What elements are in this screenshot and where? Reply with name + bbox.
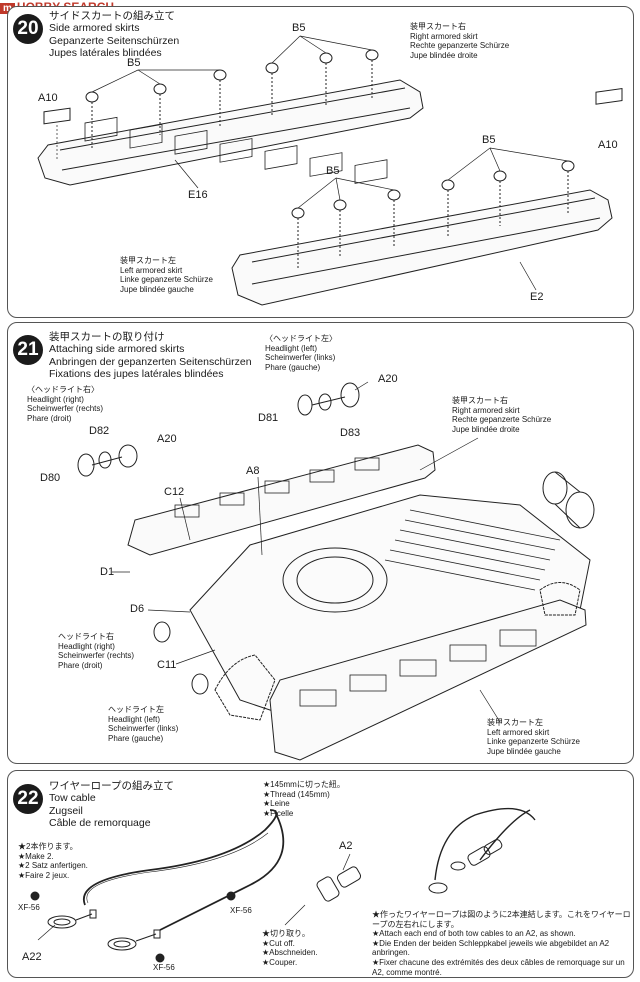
part-label-b5: B5	[326, 165, 340, 177]
left-skirt-note: 装甲スカート左 Left armored skirt Linke gepanze…	[120, 256, 213, 294]
step-20-title: サイドスカートの組み立て Side armored skirts Gepanze…	[49, 10, 180, 60]
part-label-a8: A8	[246, 465, 260, 477]
step-21-title: 装甲スカートの取り付け Attaching side armored skirt…	[49, 331, 252, 381]
part-label-d83: D83	[340, 427, 361, 439]
thread-cut-note: ★145mmに切った紐。 ★Thread (145mm) ★Leine ★Fic…	[263, 780, 345, 818]
step-20-number: 20	[13, 14, 43, 44]
paint-xf56: XF-56	[153, 963, 175, 972]
step-21-number: 21	[13, 335, 43, 365]
part-label-b5: B5	[292, 22, 306, 34]
part-label-a20: A20	[378, 373, 398, 385]
part-label-a10: A10	[598, 139, 618, 151]
right-skirt-note: 装甲スカート右 Right armored skirt Rechte gepan…	[452, 396, 552, 434]
make-two-note: ★2本作ります。 ★Make 2. ★2 Satz anfertigen. ★F…	[18, 842, 88, 880]
part-label-c12: C12	[164, 486, 185, 498]
cut-off-note: ★切り取り。 ★Cut off. ★Abschneiden. ★Couper.	[262, 929, 318, 967]
part-label-d1: D1	[100, 566, 115, 578]
right-skirt-note: 装甲スカート右 Right armored skirt Rechte gepan…	[410, 22, 510, 60]
part-label-c11: C11	[157, 659, 177, 671]
part-label-a20: A20	[157, 433, 177, 445]
part-label-d82: D82	[89, 425, 110, 437]
headlight-right-note: 〈ヘッドライト右〉 Headlight (right) Scheinwerfer…	[27, 385, 104, 423]
part-label-e2: E2	[530, 291, 544, 303]
part-label-b5: B5	[482, 134, 496, 146]
attach-note: ★作ったワイヤーロープは図のように2本連結します。これをワイヤーロープの左右れに…	[372, 910, 631, 977]
step-22-title: ワイヤーロープの組み立て Tow cable Zugseil Câble de …	[49, 780, 175, 830]
headlight-right-mid-note: ヘッドライト右 Headlight (right) Scheinwerfer (…	[58, 632, 135, 670]
left-skirt-note: 装甲スカート左 Left armored skirt Linke gepanze…	[487, 718, 580, 756]
part-label-d6: D6	[130, 603, 145, 615]
part-label-d81: D81	[258, 412, 279, 424]
paint-xf56: XF-56	[230, 906, 252, 915]
headlight-left-note: 〈ヘッドライト左〉 Headlight (left) Scheinwerfer …	[265, 334, 337, 372]
part-label-b5: B5	[127, 57, 141, 69]
step-22-number: 22	[13, 784, 43, 814]
paint-xf56: XF-56	[18, 903, 40, 912]
part-label-a2: A2	[339, 840, 353, 852]
part-label-e16: E16	[188, 189, 208, 201]
headlight-left-mid-note: ヘッドライト左 Headlight (left) Scheinwerfer (l…	[108, 705, 179, 743]
part-label-d80: D80	[40, 472, 61, 484]
part-label-a22: A22	[22, 951, 42, 963]
part-label-a10: A10	[38, 92, 58, 104]
